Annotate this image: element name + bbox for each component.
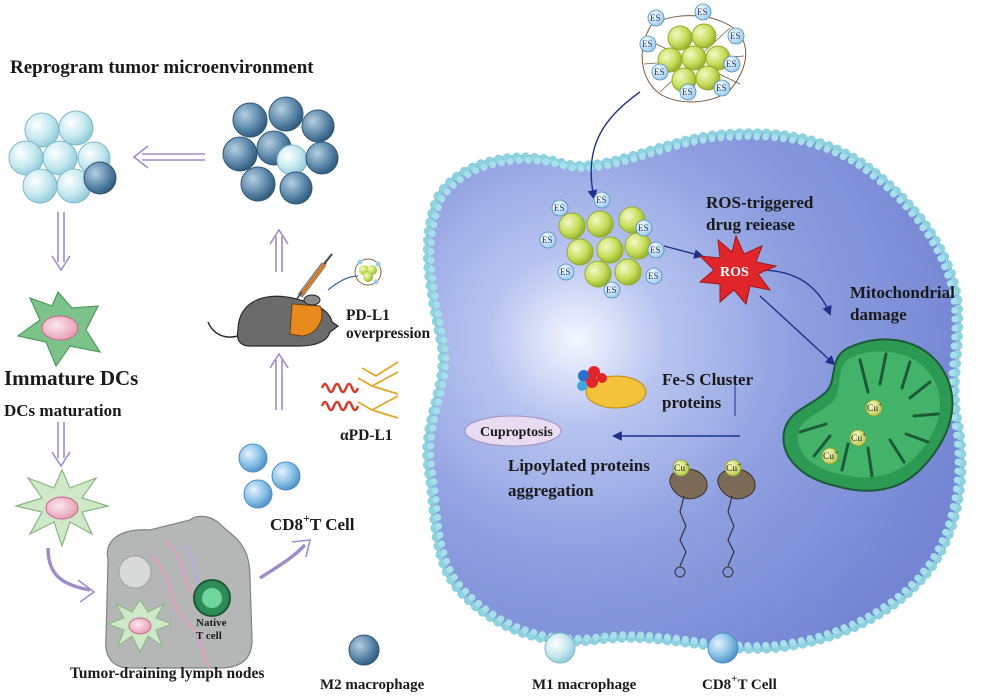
svg-text:Cu+: Cu+ xyxy=(823,449,838,462)
legend-m2-label: M2 macrophage xyxy=(320,677,425,693)
mito-damage-label-1: Mitochondrial xyxy=(850,283,955,302)
svg-text:Cu+: Cu+ xyxy=(867,401,882,414)
fes-cluster-protein-icon xyxy=(577,366,647,409)
svg-text:Cu+: Cu+ xyxy=(726,461,741,474)
lipoylated-label-2: aggregation xyxy=(508,481,594,500)
legend-cd8-swatch xyxy=(707,632,739,664)
svg-text:ES: ES xyxy=(650,13,661,23)
cuproptosis-label: Cuproptosis xyxy=(480,425,553,440)
svg-text:ES: ES xyxy=(596,195,607,205)
apdl1-label: αPD-L1 xyxy=(340,427,393,444)
lymph-node xyxy=(105,515,253,669)
native-t-cell-label-2: T cell xyxy=(196,630,222,642)
svg-text:ES: ES xyxy=(650,245,661,255)
pdl1-label-1: PD-L1 xyxy=(346,307,390,324)
lipoylated-label-1: Lipoylated proteins xyxy=(508,456,650,475)
dcs-maturation-label: DCs maturation xyxy=(4,401,122,420)
fes-cluster-label-1: Fe-S Cluster xyxy=(662,370,754,389)
ros-burst-icon xyxy=(698,234,778,306)
legend-cd8-label: CD8+T Cell xyxy=(702,673,777,693)
svg-text:ES: ES xyxy=(682,87,693,97)
m2-dominant-cluster xyxy=(222,96,339,205)
diagram-title: Reprogram tumor microenvironment xyxy=(10,57,314,78)
svg-text:ES: ES xyxy=(554,203,565,213)
svg-text:ES: ES xyxy=(560,267,571,277)
svg-text:ES: ES xyxy=(648,271,659,281)
svg-text:ES: ES xyxy=(642,39,653,49)
es-labels-incoming: ES ES ES ES ES ES ES ES xyxy=(639,3,745,101)
svg-text:ES: ES xyxy=(716,83,727,93)
svg-text:Cu+: Cu+ xyxy=(851,431,866,444)
lymph-nodes-label: Tumor-draining lymph nodes xyxy=(70,665,264,682)
immature-dc-cell xyxy=(16,290,102,368)
legend: M2 macrophage M1 macrophage CD8+T Cell xyxy=(320,632,777,693)
svg-text:ES: ES xyxy=(638,223,649,233)
cuproptosis-badge xyxy=(464,415,562,447)
es-nanoparticle-internal xyxy=(558,206,652,288)
ros-release-label-2: drug reiease xyxy=(706,215,795,234)
mature-dc-cell xyxy=(13,468,111,548)
immature-dcs-label: Immature DCs xyxy=(4,366,138,390)
m1-dominant-cluster xyxy=(8,110,117,204)
legend-m1-label: M1 macrophage xyxy=(532,677,637,693)
fes-cluster-label-2: proteins xyxy=(662,393,722,412)
es-labels-internal: ES ES ES ES ES ES ES ES xyxy=(539,191,665,299)
left-flow-arrows xyxy=(46,145,312,603)
native-t-cell-label-1: Native xyxy=(196,617,227,629)
navy-flow-arrows xyxy=(587,91,836,441)
pdl1-label-2: overpression xyxy=(346,325,430,342)
svg-text:ES: ES xyxy=(542,235,553,245)
cd8-t-cell-cluster xyxy=(238,443,301,509)
pdl1-antibody-icons xyxy=(320,361,399,419)
svg-text:Cu+: Cu+ xyxy=(674,461,689,474)
cu-ions-mitochondria: Cu+ Cu+ Cu+ xyxy=(821,399,883,465)
legend-m2-swatch xyxy=(348,634,380,666)
ros-label: ROS xyxy=(720,265,749,280)
cd8-t-cell-label: CD8+T Cell xyxy=(270,511,355,534)
tumor-cell xyxy=(422,128,967,654)
svg-text:ES: ES xyxy=(730,31,741,41)
svg-text:ES: ES xyxy=(726,59,737,69)
lipoylated-protein-1: Cu+ xyxy=(669,459,708,578)
svg-text:ES: ES xyxy=(606,285,617,295)
lipoylated-protein-2: Cu+ xyxy=(717,459,756,578)
mito-damage-label-2: damage xyxy=(850,305,907,324)
svg-text:ES: ES xyxy=(697,7,708,17)
mouse-with-syringe xyxy=(207,253,382,347)
legend-m1-swatch xyxy=(544,632,576,664)
ros-release-label-1: ROS-triggered xyxy=(706,193,814,212)
svg-text:ES: ES xyxy=(654,67,665,77)
